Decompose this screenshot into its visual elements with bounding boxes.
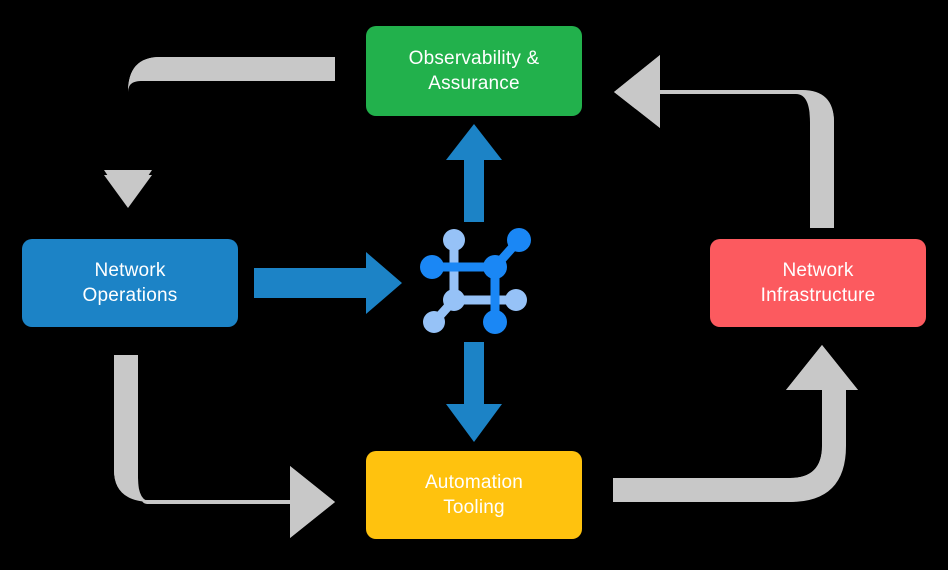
arrow-infrastructure-to-observability	[614, 55, 834, 228]
node-label-observability-assurance: Observability & Assurance	[408, 47, 540, 94]
arrow-center-to-automation	[446, 342, 502, 442]
node-box-automation-tooling[interactable]: Automation Tooling	[366, 451, 582, 539]
node-box-network-operations[interactable]: Network Operations	[22, 239, 238, 327]
arrow-operations-to-center	[254, 252, 402, 314]
node-box-network-infrastructure[interactable]: Network Infrastructure	[710, 239, 926, 327]
node-box-observability-assurance[interactable]: Observability & Assurance	[366, 26, 582, 116]
network-topology-icon	[420, 228, 531, 334]
node-label-network-infrastructure: Network Infrastructure	[760, 259, 876, 306]
node-label-network-operations: Network Operations	[82, 259, 178, 306]
arrow-center-to-observability	[446, 124, 502, 222]
node-label-automation-tooling: Automation Tooling	[424, 471, 524, 518]
arrow-automation-to-infrastructure	[613, 345, 858, 502]
arrow-observability-to-operations	[104, 57, 335, 208]
arrow-operations-to-automation	[114, 355, 335, 538]
